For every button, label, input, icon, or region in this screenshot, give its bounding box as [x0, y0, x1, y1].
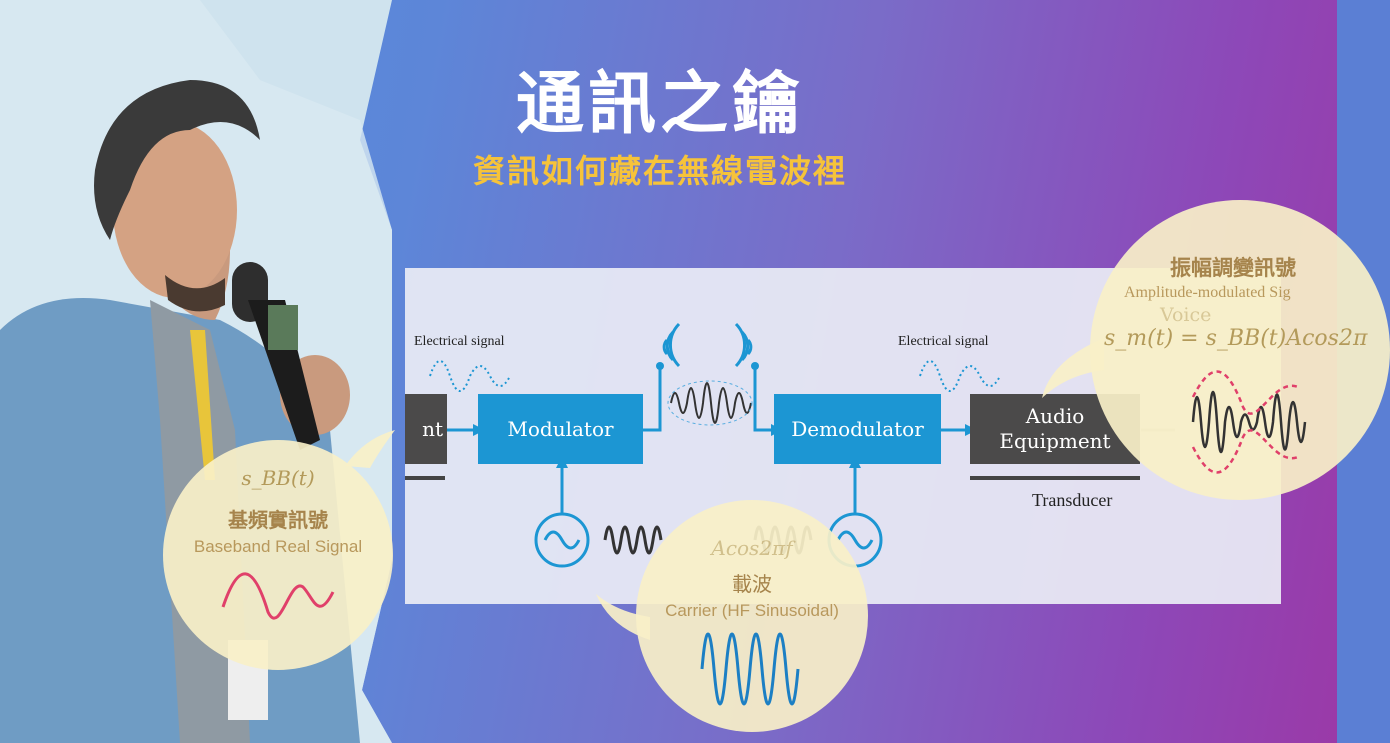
carrier-bubble: Acos2πf 載波 Carrier (HF Sinusoidal) [636, 500, 868, 732]
source-box-partial: nt [405, 394, 447, 464]
carrier-title-zh: 載波 [732, 572, 772, 596]
transducer-label: Transducer [1032, 490, 1113, 510]
am-wave [1191, 370, 1307, 474]
electrical-signal-label-right: Electrical signal [898, 334, 989, 349]
electrical-signal-label-left: Electrical signal [414, 334, 505, 349]
am-formula: s_m(t) = s_BB(t)Acos2π [1104, 326, 1368, 351]
audio-equipment-line1: Audio [1025, 404, 1085, 428]
baseband-title-zh: 基頻實訊號 [228, 508, 328, 532]
carrier-bubble-tail [596, 594, 650, 640]
baseband-bubble-tail [345, 430, 395, 468]
am-title-en: Amplitude-modulated Sig [1124, 284, 1291, 301]
carrier-wave [700, 632, 800, 706]
baseband-title-en: Baseband Real Signal [193, 537, 363, 556]
carrier-title-en: Carrier (HF Sinusoidal) [665, 601, 839, 620]
slide-title: 通訊之鑰 [515, 65, 804, 144]
carrier-formula-faded: Acos2πf [711, 536, 793, 560]
audio-equipment-line2: Equipment [999, 429, 1111, 453]
voice-label-faded: Voice [1160, 304, 1212, 326]
baseband-wave [221, 572, 335, 620]
slide-subtitle: 資訊如何藏在無線電波裡 [472, 152, 847, 190]
baseband-bubble: s_BB(t) 基頻實訊號 Baseband Real Signal [163, 440, 393, 670]
demodulator-box: Demodulator [774, 394, 941, 464]
modulator-box: Modulator [478, 394, 643, 464]
baseband-formula: s_BB(t) [241, 466, 315, 490]
am-bubble: 振幅調變訊號 Amplitude-modulated Sig Voice s_m… [1090, 200, 1390, 500]
am-bubble-tail [1042, 338, 1104, 398]
am-title-zh: 振幅調變訊號 [1170, 256, 1296, 280]
